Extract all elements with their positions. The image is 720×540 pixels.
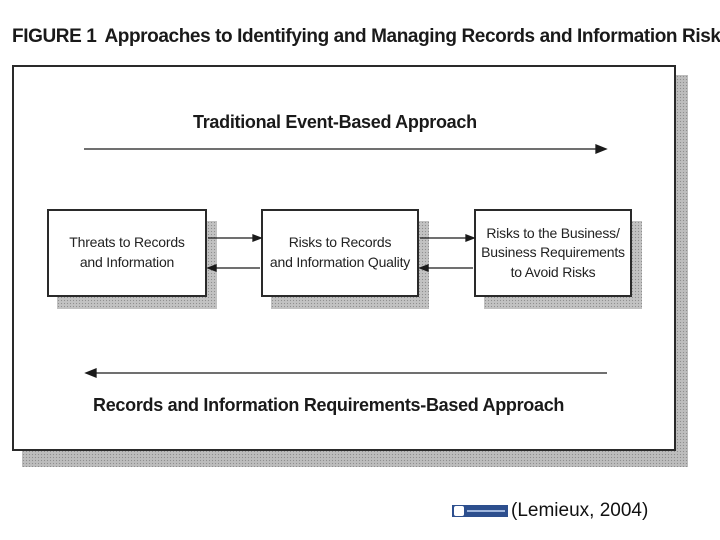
business-to-records-arrowhead [418, 264, 429, 272]
figure-caption: Approaches to Identifying and Managing R… [104, 26, 720, 47]
publisher-logo [452, 505, 508, 517]
figure-number: FIGURE 1 [12, 26, 97, 47]
records-to-business-arrowhead [465, 234, 476, 242]
forward-flow-arrowhead [595, 144, 608, 154]
risks-business-box-label: Risks to the Business/ Business Requirem… [481, 224, 625, 280]
logo-mark-icon [454, 506, 464, 516]
risks-records-box-label: Risks to Records and Information Quality [269, 234, 411, 270]
backward-flow-arrowhead [84, 368, 97, 378]
threats-box-label: Threats to Records and Information [69, 234, 185, 270]
risks-records-box: Risks to Records and Information Quality [261, 209, 419, 297]
traditional-approach-label: Traditional Event-Based Approach [193, 112, 477, 132]
threats-to-risks-arrowhead [252, 234, 263, 242]
risks-business-box: Risks to the Business/ Business Requirem… [474, 209, 632, 297]
threats-box: Threats to Records and Information [47, 209, 207, 297]
citation: (Lemieux, 2004) [511, 500, 649, 521]
figure-title: FIGURE 1 Approaches to Identifying and Ma… [12, 26, 720, 48]
risks-to-threats-arrowhead [206, 264, 217, 272]
logo-stripe [467, 510, 505, 512]
requirements-approach-label: Records and Information Requirements-Bas… [93, 395, 565, 415]
